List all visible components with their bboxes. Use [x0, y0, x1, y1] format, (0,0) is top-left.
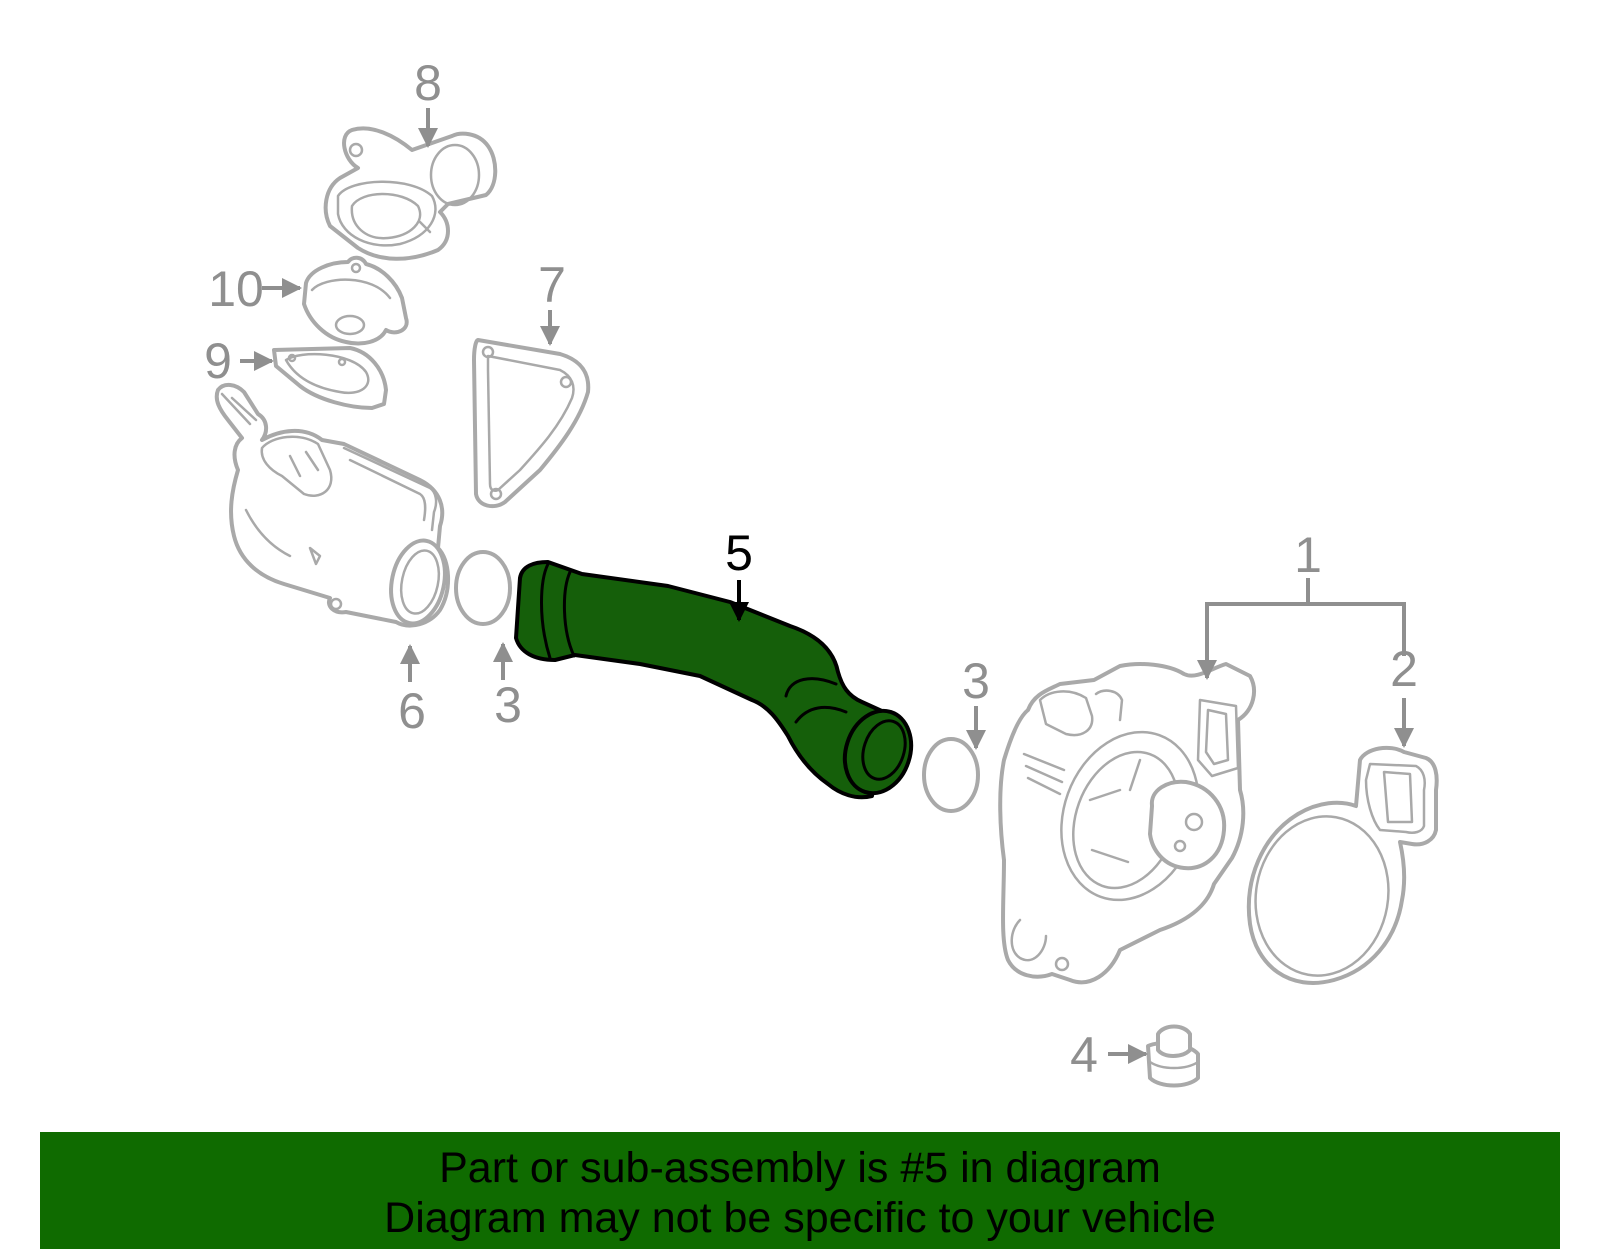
- banner-line-disclaimer: Diagram may not be specific to your vehi…: [384, 1194, 1216, 1242]
- part-6-thermostat-housing[interactable]: [214, 383, 452, 629]
- part-10-thermostat[interactable]: [302, 255, 409, 346]
- callout-4: 4: [1070, 1027, 1098, 1083]
- part-9-gasket[interactable]: [272, 346, 388, 410]
- callout-8: 8: [414, 55, 442, 111]
- callout-9: 9: [204, 333, 232, 389]
- callout-3-left: 3: [494, 677, 522, 733]
- callout-5: 5: [725, 525, 753, 581]
- part-7-gasket[interactable]: [472, 338, 591, 509]
- leader-lines: [240, 108, 1414, 1064]
- callout-2: 2: [1390, 641, 1418, 697]
- part-5-coolant-hose[interactable]: [514, 560, 921, 802]
- part-3-o-ring-right[interactable]: [922, 737, 980, 813]
- part-4-plug[interactable]: [1146, 1024, 1200, 1088]
- part-8-thermostat-outlet[interactable]: [323, 126, 498, 261]
- part-3-o-ring-left[interactable]: [454, 550, 512, 626]
- callout-labels: 8 10 9 7 5 6 3 3 1 2 4: [204, 55, 1418, 1083]
- callout-1: 1: [1294, 527, 1322, 583]
- callout-7: 7: [538, 257, 566, 313]
- part-2-water-pump-gasket[interactable]: [1243, 745, 1439, 986]
- callout-6: 6: [398, 683, 426, 739]
- banner-line-part-number: Part or sub-assembly is #5 in diagram: [439, 1144, 1161, 1192]
- callout-3-right: 3: [962, 653, 990, 709]
- info-banner: Part or sub-assembly is #5 in diagram Di…: [40, 1132, 1560, 1249]
- callout-10: 10: [208, 261, 264, 317]
- part-1-water-pump[interactable]: [998, 662, 1256, 985]
